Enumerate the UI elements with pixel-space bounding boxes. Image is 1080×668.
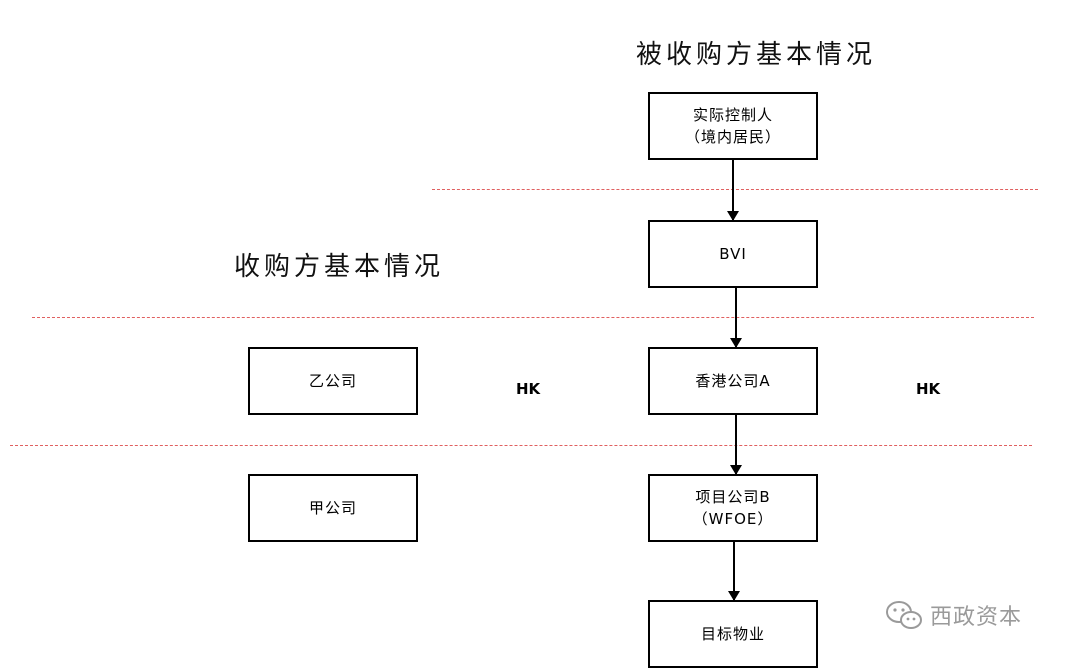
project-company-b-sublabel: （WFOE） [692,510,774,528]
actual-controller-box: 实际控制人 （境内居民） [648,92,818,160]
target-section-title: 被收购方基本情况 [636,40,877,70]
divider-line-middle [32,317,1034,318]
company-yi-label: 乙公司 [308,372,357,390]
arrow-hk-company-a-to-project-company-b [730,415,742,475]
company-jia-label: 甲公司 [308,499,357,517]
target-hk-label: HK [916,380,941,398]
acquirer-section-title: 收购方基本情况 [234,252,445,282]
acquirer-hk-label: HK [516,380,541,398]
target-property-box: 目标物业 [648,600,818,668]
wechat-icon [884,598,924,632]
hk-company-a-box: 香港公司A [648,347,818,415]
watermark: 西政资本 [884,598,1022,632]
divider-line-bottom [10,445,1032,446]
project-company-b-box: 项目公司B （WFOE） [648,474,818,542]
arrow-bvi-to-hk-company-a [730,288,742,348]
hk-company-a-label: 香港公司A [695,372,771,390]
project-company-b-label: 项目公司B [695,488,771,506]
actual-controller-sublabel: （境内居民） [684,128,781,146]
bvi-label: BVI [719,245,747,263]
arrow-controller-to-bvi [727,160,739,221]
actual-controller-label: 实际控制人 [692,106,773,124]
target-property-label: 目标物业 [700,625,765,643]
arrow-project-company-b-to-target-property [728,542,740,601]
watermark-text: 西政资本 [930,605,1023,630]
company-jia-box: 甲公司 [248,474,418,542]
bvi-box: BVI [648,220,818,288]
company-yi-box: 乙公司 [248,347,418,415]
divider-line-top [432,189,1038,190]
